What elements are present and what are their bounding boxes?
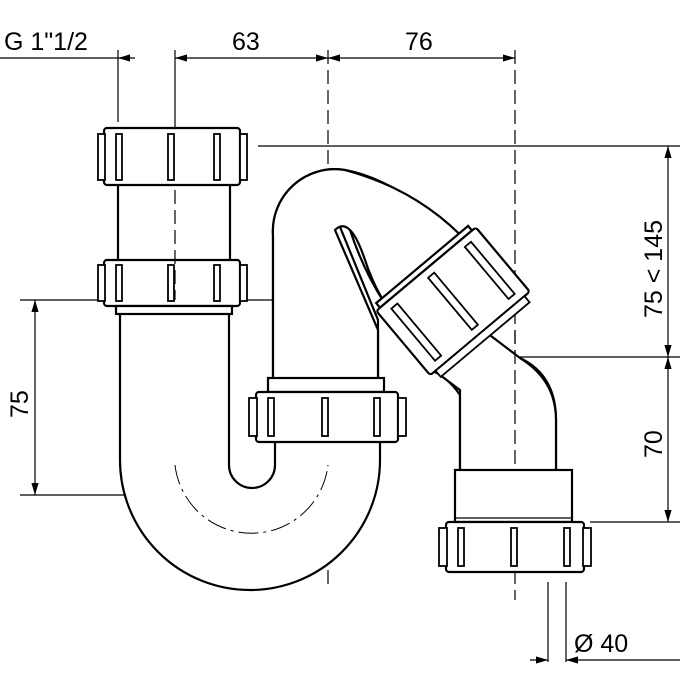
top-dimensions: G 1"1/2 63 76 — [0, 28, 516, 600]
right-dimensions: 75 < 145 70 — [258, 145, 680, 523]
thread-label: G 1"1/2 — [4, 28, 88, 56]
outlet-nut — [438, 520, 592, 574]
u-bend — [118, 298, 382, 592]
inlet-nut-middle — [97, 258, 248, 316]
offset-63-label: 63 — [232, 28, 260, 56]
upper-bend — [271, 168, 472, 387]
diameter-label: Ø 40 — [574, 630, 628, 658]
inlet-height-label: 75 — [6, 390, 34, 418]
middle-nut — [248, 376, 407, 444]
diameter-dimension: Ø 40 — [530, 582, 680, 664]
inlet-nut-top — [97, 126, 248, 266]
offset-76-label: 76 — [405, 28, 433, 56]
outlet-height-label: 70 — [640, 430, 668, 458]
adjustable-height-label: 75 < 145 — [640, 220, 668, 318]
angled-nut — [374, 224, 531, 379]
